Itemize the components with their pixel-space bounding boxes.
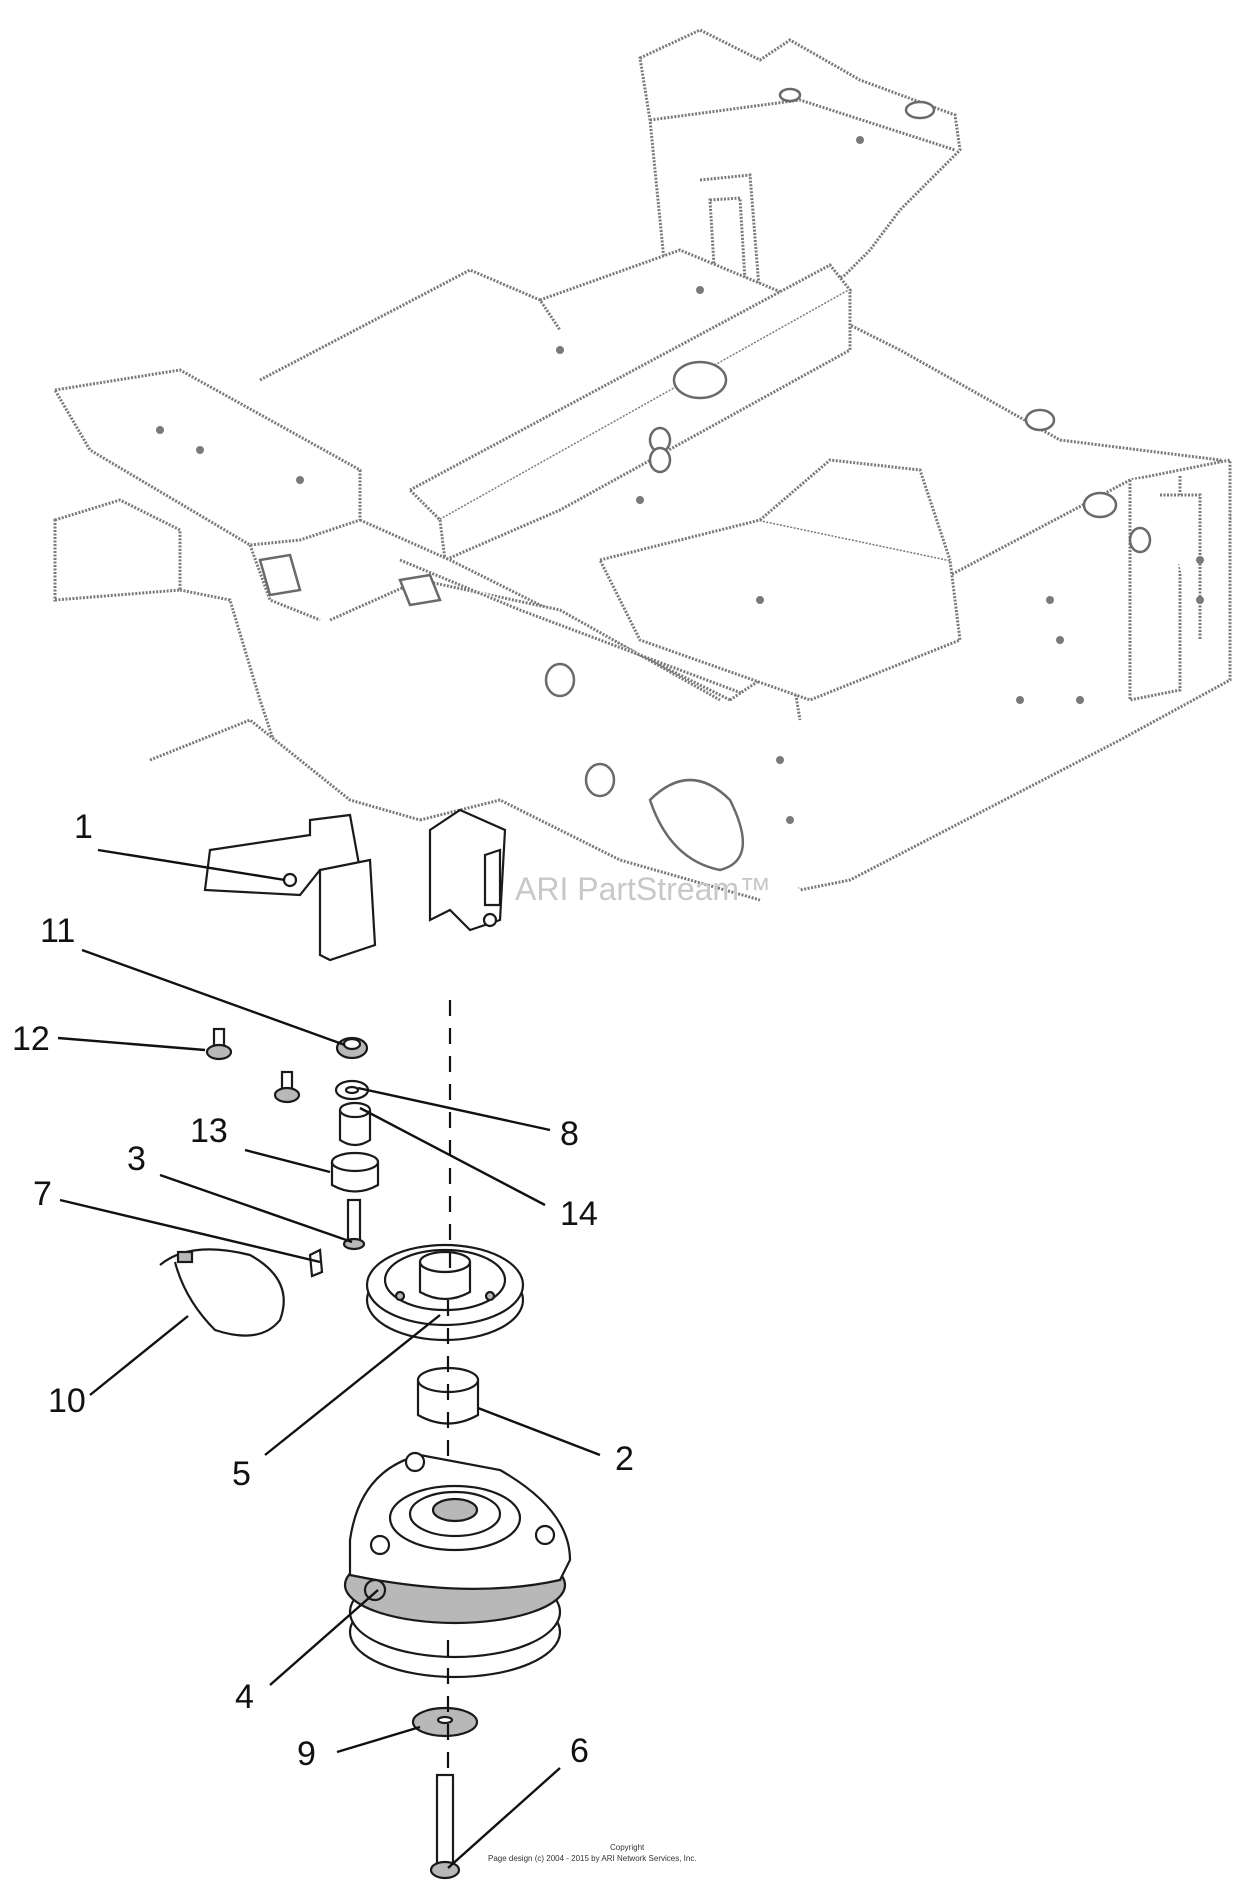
callout-4: 4 bbox=[235, 1678, 254, 1716]
footer-copyright: Copyright bbox=[610, 1843, 645, 1852]
clutch-washer bbox=[411, 1706, 479, 1738]
callout-8: 8 bbox=[560, 1115, 579, 1153]
callout-2: 2 bbox=[615, 1440, 634, 1478]
spacer-tube-small bbox=[338, 1101, 372, 1147]
callout-10: 10 bbox=[48, 1382, 86, 1420]
assembly-centerline bbox=[446, 1000, 452, 1780]
electric-pto-clutch bbox=[343, 1451, 572, 1679]
clutch-bolt bbox=[342, 1198, 366, 1251]
flat-washer bbox=[334, 1079, 370, 1101]
callout-7: 7 bbox=[33, 1175, 52, 1213]
hex-bolt-extra bbox=[273, 1070, 301, 1104]
mower-frame bbox=[52, 28, 1232, 902]
callout-13: 13 bbox=[190, 1112, 228, 1150]
callout-leaders bbox=[57, 848, 601, 1869]
callout-11: 11 bbox=[40, 912, 75, 950]
frame-channel-bracket bbox=[428, 808, 507, 932]
hex-bolt-12 bbox=[205, 1027, 233, 1061]
clutch-mount-bracket bbox=[203, 813, 377, 962]
watermark: ARI PartStream™ bbox=[515, 871, 771, 907]
callout-1: 1 bbox=[74, 808, 93, 846]
spacer-tube-large bbox=[330, 1151, 380, 1193]
callout-5: 5 bbox=[232, 1455, 251, 1493]
bearing-spacer bbox=[416, 1366, 480, 1425]
footer-page-design: Page design (c) 2004 - 2015 by ARI Netwo… bbox=[488, 1854, 697, 1863]
retainer-clip bbox=[308, 1248, 324, 1278]
callout-14: 14 bbox=[560, 1195, 598, 1233]
callout-9: 9 bbox=[297, 1735, 316, 1773]
callout-3: 3 bbox=[127, 1140, 146, 1178]
idler-pulley bbox=[365, 1243, 525, 1342]
callout-labels: 1 2 3 4 5 6 7 8 9 10 11 12 13 14 bbox=[12, 808, 634, 1773]
callout-12: 12 bbox=[12, 1020, 50, 1058]
callout-6: 6 bbox=[570, 1732, 589, 1770]
flange-nut bbox=[335, 1036, 369, 1060]
cable-tie bbox=[159, 1248, 285, 1337]
